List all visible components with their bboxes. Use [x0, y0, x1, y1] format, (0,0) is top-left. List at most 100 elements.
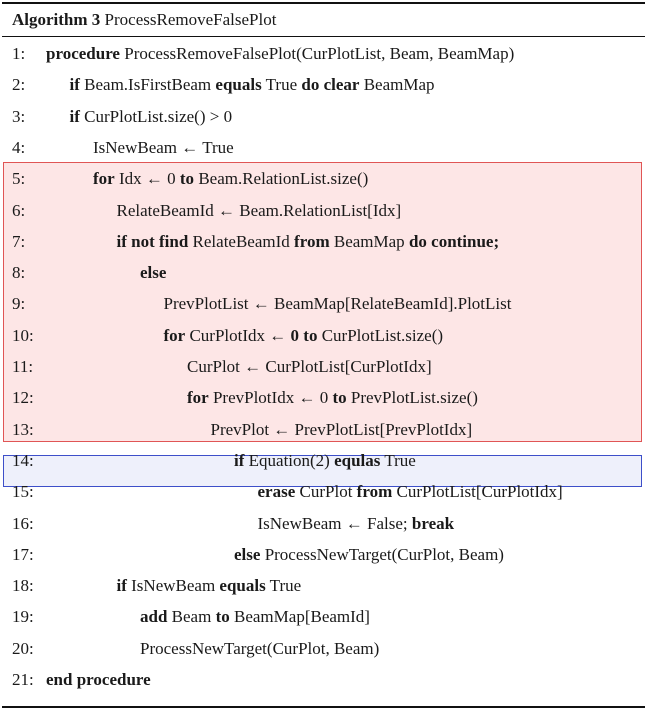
line-code: IsNewBeam ← True	[93, 132, 234, 163]
code-keyword: if	[69, 106, 80, 126]
code-text: Beam.IsFirstBeam	[79, 75, 216, 95]
code-keyword: erase	[257, 482, 296, 502]
code-text: IsNewBeam ← True	[93, 137, 234, 157]
algorithm-line: 13:PrevPlot ← PrevPlotList[PrevPlotIdx]	[0, 414, 647, 445]
code-keyword: clear	[323, 75, 360, 95]
line-code: PrevPlot ← PrevPlotList[PrevPlotIdx]	[211, 414, 473, 445]
line-code: else	[140, 257, 166, 288]
line-code: if Beam.IsFirstBeam equals True do clear…	[70, 69, 435, 100]
code-text: True	[261, 75, 302, 95]
code-keyword: to	[332, 388, 347, 408]
title-rule	[2, 36, 645, 37]
code-keyword: to	[215, 607, 230, 627]
code-keyword: if not find	[116, 231, 189, 251]
line-number: 17:	[12, 544, 34, 564]
line-code: RelateBeamId ← Beam.RelationList[Idx]	[117, 195, 402, 226]
code-keyword: 0	[290, 325, 300, 345]
line-number: 15:	[12, 482, 34, 502]
code-keyword: equals	[215, 75, 262, 95]
code-text: Idx ← 0	[114, 169, 180, 189]
code-text: Beam.RelationList.size()	[194, 169, 369, 189]
algorithm-label: Algorithm 3	[12, 10, 101, 29]
algorithm-line: 19: add Beam to BeamMap[BeamId]	[0, 601, 647, 632]
line-number: 6:	[12, 200, 26, 220]
algorithm-line: 10:for CurPlotIdx ← 0 to CurPlotList.siz…	[0, 320, 647, 351]
line-number: 18:	[12, 576, 34, 596]
code-keyword: equals	[219, 576, 266, 596]
code-text: Beam	[167, 607, 216, 627]
line-number: 4:	[12, 137, 26, 157]
line-code: erase CurPlot from CurPlotList[CurPlotId…	[258, 476, 563, 507]
code-text: BeamMap	[329, 231, 409, 251]
line-number: 8:	[12, 263, 26, 283]
algorithm-line: 1: procedure ProcessRemoveFalsePlot(CurPl…	[0, 38, 647, 69]
line-code: if not find RelateBeamId from BeamMap do…	[117, 226, 500, 257]
line-code: if IsNewBeam equals True	[117, 570, 302, 601]
line-code: if Equation(2) equlas True	[234, 445, 416, 476]
line-code: else ProcessNewTarget(CurPlot, Beam)	[234, 539, 504, 570]
algorithm-line: 8: else	[0, 257, 647, 288]
code-text: PrevPlotList.size()	[346, 388, 478, 408]
highlight-box-red	[3, 162, 642, 442]
line-number: 11:	[12, 357, 34, 376]
line-code: add Beam to BeamMap[BeamId]	[140, 601, 370, 632]
line-code: IsNewBeam ← False; break	[258, 508, 455, 539]
code-keyword: do continue;	[408, 231, 500, 251]
line-code: for CurPlotIdx ← 0 to CurPlotList.size()	[164, 320, 444, 351]
algorithm-line: 15: erase CurPlot from CurPlotList[CurPlo…	[0, 476, 647, 507]
line-code: PrevPlotList ← BeamMap[RelateBeamId].Plo…	[164, 288, 512, 319]
algorithm-line: 5: for Idx ← 0 to Beam.RelationList.size(…	[0, 163, 647, 194]
line-number: 5:	[12, 169, 26, 189]
algorithm-title: Algorithm 3 ProcessRemoveFalsePlot	[12, 6, 276, 34]
algorithm-line: 20:ProcessNewTarget(CurPlot, Beam)	[0, 633, 647, 664]
code-keyword: for	[163, 325, 186, 345]
line-code: if CurPlotList.size() > 0	[70, 101, 233, 132]
algorithm-line: 18: if IsNewBeam equals True	[0, 570, 647, 601]
code-text: RelateBeamId	[188, 231, 295, 251]
line-code: CurPlot ← CurPlotList[CurPlotIdx]	[187, 351, 432, 382]
code-text: CurPlot ← CurPlotList[CurPlotIdx]	[187, 357, 432, 376]
line-number: 1:	[12, 44, 26, 63]
code-text: CurPlot	[295, 482, 357, 502]
code-keyword: from	[294, 231, 330, 251]
line-number: 16:	[12, 513, 34, 533]
code-text: CurPlotList.size()	[317, 325, 444, 345]
code-text: CurPlotIdx ←	[185, 325, 291, 345]
top-rule	[2, 2, 645, 4]
line-number: 3:	[12, 106, 26, 126]
code-text: Equation(2)	[244, 450, 335, 470]
line-number: 19:	[12, 607, 34, 627]
line-number: 7:	[12, 231, 26, 251]
code-keyword: break	[411, 513, 455, 533]
code-text: CurPlotList.size() > 0	[79, 106, 233, 126]
line-code: for Idx ← 0 to Beam.RelationList.size()	[93, 163, 368, 194]
line-code: end procedure	[46, 664, 151, 695]
line-number: 21:	[12, 670, 34, 689]
algorithm-line: 14:if Equation(2) equlas True	[0, 445, 647, 476]
code-keyword: from	[356, 482, 393, 502]
highlight-box-blue	[3, 455, 642, 487]
code-text: True	[380, 450, 416, 470]
code-keyword: to	[303, 325, 318, 345]
algorithm-line: 16: IsNewBeam ← False; break	[0, 508, 647, 539]
code-keyword: if	[69, 75, 80, 95]
code-keyword: equlas	[334, 450, 381, 470]
code-text: PrevPlotList ← BeamMap[RelateBeamId].Plo…	[163, 294, 512, 314]
code-text: PrevPlotIdx ← 0	[208, 388, 333, 408]
algorithm-line: 3: if CurPlotList.size() > 0	[0, 101, 647, 132]
code-keyword: to	[179, 169, 195, 189]
algorithm-line: 21: end procedure	[0, 664, 647, 695]
code-text: CurPlotList[CurPlotIdx]	[392, 482, 563, 502]
code-keyword: end procedure	[46, 670, 151, 689]
code-text: BeamMap	[359, 75, 435, 95]
code-text: ProcessNewTarget(CurPlot, Beam)	[140, 638, 380, 658]
algorithm-line: 4: IsNewBeam ← True	[0, 132, 647, 163]
code-keyword: for	[187, 388, 209, 408]
code-keyword: if	[234, 450, 245, 470]
code-text: ProcessRemoveFalsePlot(CurPlotList, Beam…	[119, 44, 515, 63]
code-keyword: add	[140, 607, 168, 627]
line-code: procedure ProcessRemoveFalsePlot(CurPlot…	[46, 38, 514, 69]
code-text: BeamMap[BeamId]	[229, 607, 370, 627]
algorithm-line: 9:PrevPlotList ← BeamMap[RelateBeamId].P…	[0, 288, 647, 319]
algorithm-line: 2:if Beam.IsFirstBeam equals True do cle…	[0, 69, 647, 100]
